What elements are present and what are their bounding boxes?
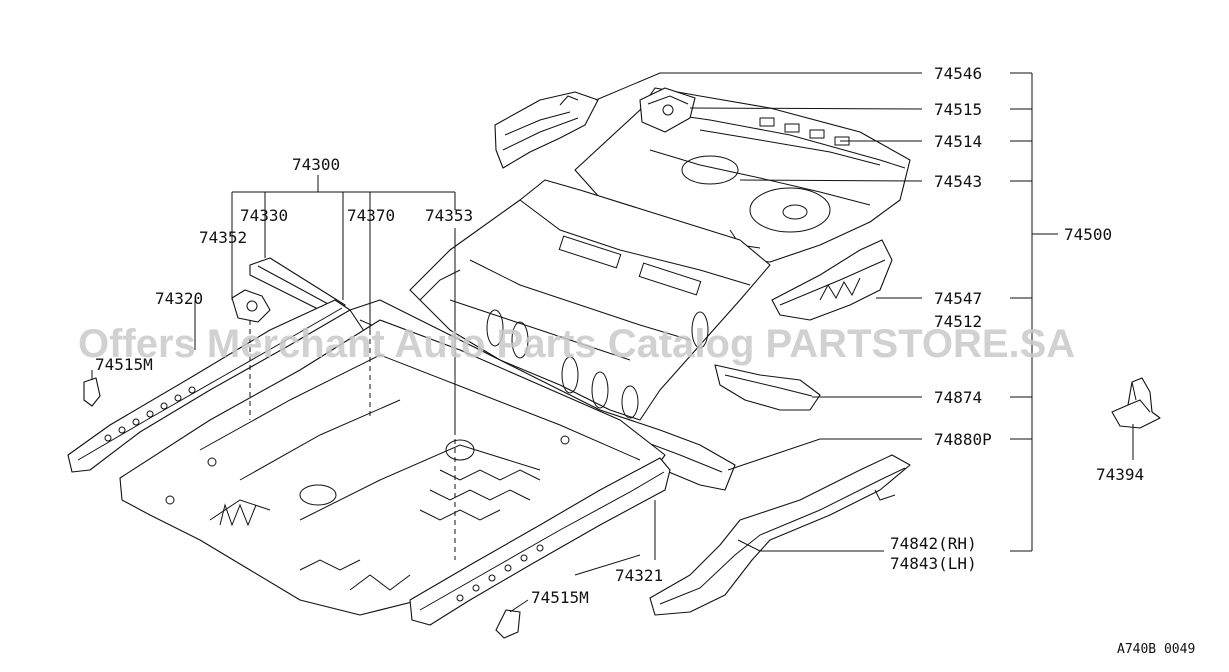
label-74880p: 74880P bbox=[934, 430, 992, 449]
part-74352-bracket bbox=[231, 289, 271, 323]
part-74515-gusset bbox=[639, 87, 696, 133]
leader-lines bbox=[91, 72, 1134, 613]
part-74874-member bbox=[714, 364, 821, 411]
label-74321: 74321 bbox=[615, 566, 663, 585]
part-74515m-bottom bbox=[495, 609, 521, 639]
label-74874: 74874 bbox=[934, 388, 982, 407]
label-74320: 74320 bbox=[155, 289, 203, 308]
label-74352: 74352 bbox=[199, 228, 247, 247]
label-74330: 74330 bbox=[240, 206, 288, 225]
label-74515m-bottom: 74515M bbox=[531, 588, 589, 607]
label-74515m-left: 74515M bbox=[95, 355, 153, 374]
watermark: Offers Merchant Auto Parts Catalog PARTS… bbox=[78, 322, 1075, 366]
label-74547: 74547 bbox=[934, 289, 982, 308]
label-74843: 74843(LH) bbox=[890, 554, 977, 573]
label-74543: 74543 bbox=[934, 172, 982, 191]
part-74320-sill bbox=[67, 299, 351, 473]
part-74842-74843-member bbox=[649, 454, 911, 616]
part-74394-bracket bbox=[1111, 377, 1161, 429]
label-74394: 74394 bbox=[1096, 465, 1144, 484]
callout-labels: 74546 74515 74514 74543 74500 74547 7451… bbox=[95, 64, 1144, 607]
part-74321-sill bbox=[409, 457, 671, 626]
label-74515: 74515 bbox=[934, 100, 982, 119]
label-74353: 74353 bbox=[425, 206, 473, 225]
label-74512: 74512 bbox=[934, 312, 982, 331]
label-74514: 74514 bbox=[934, 132, 982, 151]
part-74547-bracket bbox=[771, 239, 893, 321]
part-74515m-left bbox=[83, 377, 101, 407]
label-74300: 74300 bbox=[292, 155, 340, 174]
figure-code: A740B 0049 bbox=[1117, 642, 1195, 657]
part-74546-bracket bbox=[494, 91, 599, 169]
label-74370: 74370 bbox=[347, 206, 395, 225]
label-74546: 74546 bbox=[934, 64, 982, 83]
label-74842: 74842(RH) bbox=[890, 534, 977, 553]
label-74500: 74500 bbox=[1064, 225, 1112, 244]
